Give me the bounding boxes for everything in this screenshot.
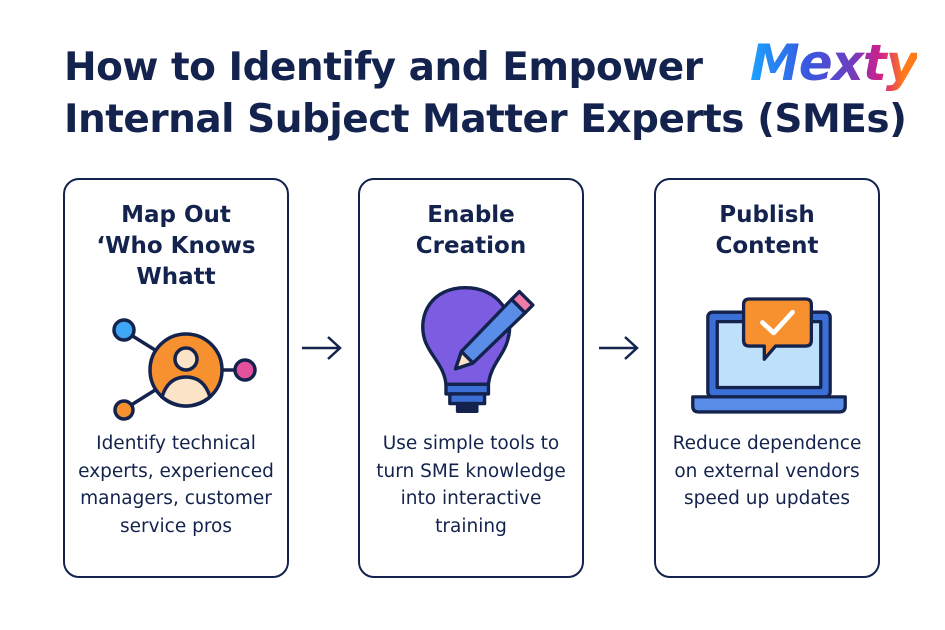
laptop-check-icon <box>691 297 847 414</box>
page-title: How to Identify and Empower Internal Sub… <box>64 42 907 146</box>
step-description: Use simple tools to turn SME knowledge i… <box>376 433 566 537</box>
arrow-right-icon <box>599 336 639 360</box>
step-description: Reduce dependence on external vendors sp… <box>672 433 862 509</box>
step-description: Identify technical experts, experienced … <box>78 433 274 537</box>
title-line-1: How to Identify and Empower <box>64 45 703 90</box>
title-line-2: Internal Subject Matter Experts (SMEs) <box>64 97 907 142</box>
mexty-logo: Mexty <box>750 34 918 92</box>
arrow-right-icon <box>302 336 342 360</box>
person-network-icon <box>112 318 257 421</box>
lightbulb-pencil-icon <box>421 286 535 413</box>
